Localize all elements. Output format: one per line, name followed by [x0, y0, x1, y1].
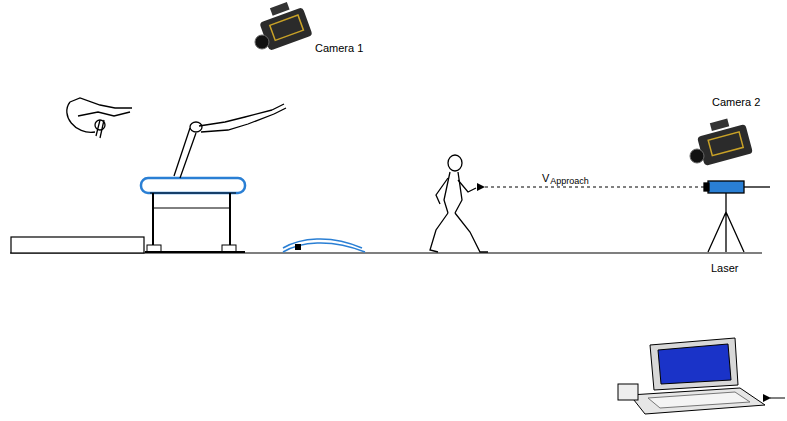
- laser-tripod: [704, 181, 770, 252]
- velocity-subscript: Approach: [550, 177, 589, 187]
- springboard: [283, 239, 365, 252]
- gymnast-flight: [67, 98, 132, 138]
- vaulting-table: [141, 178, 245, 252]
- video-camera-1: [255, 2, 313, 51]
- video-camera-2: [690, 119, 753, 166]
- approach-velocity-arrow: [484, 187, 704, 188]
- laptop-computer: [618, 338, 765, 414]
- laser-label: Laser: [711, 262, 739, 274]
- data-link-arrow: [770, 398, 785, 399]
- runner: [430, 155, 488, 252]
- gymnast-handspring: [174, 104, 286, 178]
- landing-mat: [11, 237, 144, 253]
- velocity-symbol: V: [542, 172, 549, 184]
- camera-label: Camera 1: [315, 42, 363, 54]
- camera-label: Camera 2: [712, 96, 760, 108]
